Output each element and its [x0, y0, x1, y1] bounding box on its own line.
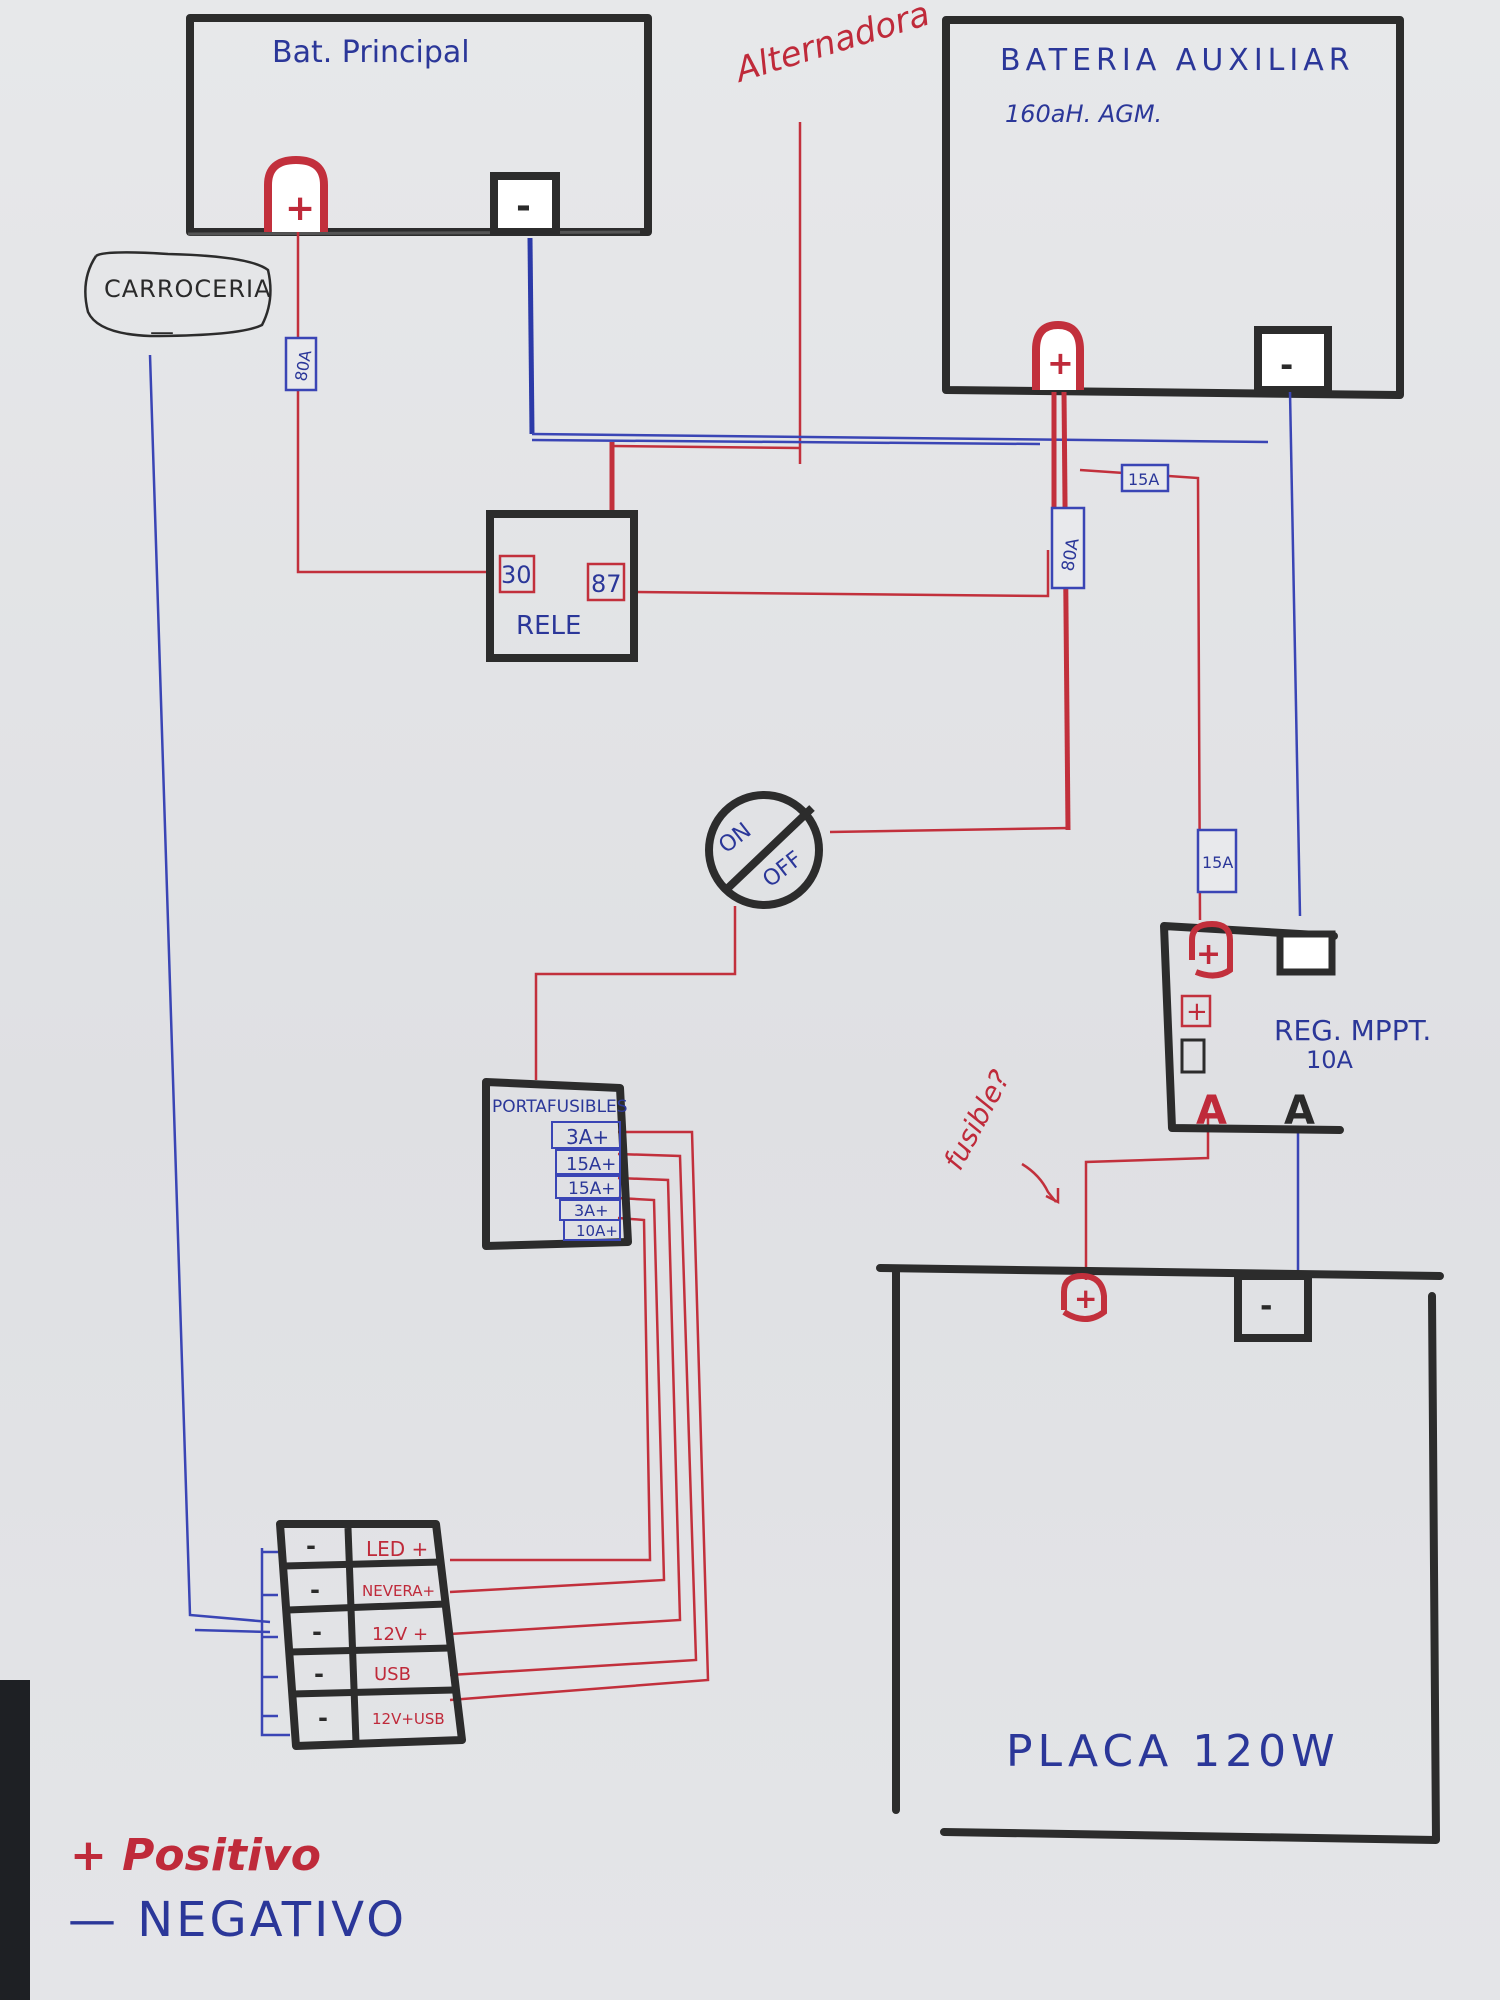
mppt-label: REG. MPPT.: [1274, 1014, 1431, 1047]
mppt-pv-negative: A: [1284, 1088, 1315, 1134]
positive-wiring: [296, 232, 1210, 1702]
mppt-load-negative: [1180, 1038, 1206, 1074]
svg-text:-: -: [312, 1618, 322, 1646]
svg-text:15A+: 15A+: [566, 1154, 616, 1175]
main-battery-negative-sign: -: [516, 186, 531, 227]
on-off-switch: ON OFF: [705, 791, 823, 909]
relay: 30 87 RELE: [486, 510, 638, 662]
mppt-regulator: + + REG. MPPT. 10A A A: [1160, 920, 1431, 1134]
svg-text:12V+USB: 12V+USB: [372, 1710, 445, 1728]
svg-text:-: -: [318, 1704, 328, 1732]
mppt-fuse-side: 15A: [1196, 828, 1238, 894]
aux-battery-positive-terminal: [1032, 320, 1084, 390]
terminal-block: - LED + - NEVERA+ - 12V + - USB - 12V+US…: [276, 1520, 466, 1750]
terminal-row-led: - LED +: [306, 1532, 428, 1561]
table-corner: [0, 1680, 30, 2000]
svg-text:NEVERA+: NEVERA+: [362, 1582, 435, 1600]
fuse-slot-5: [563, 1219, 621, 1241]
aux-battery-negative-terminal: [1254, 326, 1332, 394]
mppt-fuse-top: 15A: [1120, 463, 1170, 493]
terminal-row-12v: - 12V +: [312, 1618, 428, 1646]
svg-text:30: 30: [501, 561, 532, 589]
mppt-battery-positive: [1189, 920, 1233, 979]
relay-pin-87: [586, 562, 626, 602]
fuse-slot-2: [555, 1149, 621, 1175]
main-battery-negative-terminal: [490, 172, 560, 236]
fuse-holder: PORTAFUSIBLES 3A+ 15A+ 15A+ 3A+ 10A+: [482, 1078, 632, 1250]
svg-text:87: 87: [591, 570, 622, 598]
terminal-row-fridge: - NEVERA+: [310, 1576, 435, 1604]
mppt-pv-positive: A: [1196, 1088, 1227, 1134]
svg-text:+: +: [1186, 997, 1208, 1027]
terminal-row-12v-usb: - 12V+USB: [318, 1704, 445, 1732]
svg-text:15A: 15A: [1202, 853, 1233, 872]
svg-text:-: -: [1260, 1289, 1272, 1324]
aux-battery-spec: 160aH. AGM.: [1005, 100, 1162, 128]
svg-text:3A+: 3A+: [566, 1125, 609, 1149]
svg-text:LED +: LED +: [366, 1537, 428, 1561]
panel-negative-terminal: [1234, 1272, 1312, 1342]
chassis-label: CARROCERIA: [104, 275, 272, 303]
legend: + Positivo — NEGATIVO: [68, 1830, 407, 1948]
svg-text:+: +: [1196, 937, 1221, 972]
switch-on-label: ON: [714, 818, 756, 858]
negative-wiring: [148, 237, 1302, 1737]
aux-battery-positive-sign: +: [1047, 344, 1074, 382]
aux-battery-fuse: 80A: [1050, 506, 1086, 590]
aux-battery: BATERIA AUXILIAR 160aH. AGM. + -: [942, 16, 1404, 399]
chassis-ground: CARROCERIA —: [84, 251, 272, 346]
relay-pin-30: [498, 554, 536, 594]
svg-text:USB: USB: [374, 1664, 411, 1685]
main-battery-label: Bat. Principal: [272, 35, 470, 70]
svg-text:15A+: 15A+: [568, 1179, 616, 1199]
main-battery-fuse: 80A: [284, 336, 318, 392]
svg-text:10A+: 10A+: [576, 1222, 618, 1240]
svg-text:3A+: 3A+: [574, 1201, 609, 1220]
fuse-question-arrow: [1021, 1162, 1057, 1203]
mppt-load-positive: [1180, 994, 1212, 1028]
fuse-slot-3: [555, 1175, 621, 1199]
svg-text:+: +: [1074, 1282, 1097, 1315]
fuse-slot-1: [551, 1121, 621, 1149]
svg-text:-: -: [310, 1576, 320, 1604]
legend-negative: — NEGATIVO: [68, 1892, 407, 1948]
mppt-rating: 10A: [1306, 1046, 1354, 1074]
svg-text:-: -: [314, 1660, 324, 1688]
main-battery-positive-terminal: [264, 155, 328, 232]
fuse-holder-label: PORTAFUSIBLES: [492, 1097, 628, 1117]
svg-text:12V +: 12V +: [372, 1624, 428, 1645]
fuse-question-note: fusible?: [937, 1065, 1017, 1176]
aux-battery-negative-sign: -: [1280, 346, 1293, 384]
svg-text:-: -: [306, 1532, 316, 1560]
legend-positive: + Positivo: [70, 1830, 321, 1881]
chassis-sign: —: [150, 318, 174, 346]
main-battery-positive-sign: +: [285, 188, 315, 229]
terminal-row-usb: - USB: [314, 1660, 411, 1688]
aux-battery-label: BATERIA AUXILIAR: [1000, 43, 1355, 78]
svg-text:15A: 15A: [1128, 470, 1159, 489]
solar-panel: + - PLACA 120W: [876, 1264, 1444, 1844]
panel-label: PLACA 120W: [1006, 1726, 1340, 1777]
mppt-battery-negative: [1276, 930, 1336, 976]
main-battery: Bat. Principal + -: [186, 14, 652, 236]
panel-positive-terminal: [1061, 1272, 1107, 1322]
alternator-label: Alternadora: [729, 0, 934, 91]
relay-label: RELE: [516, 611, 581, 641]
